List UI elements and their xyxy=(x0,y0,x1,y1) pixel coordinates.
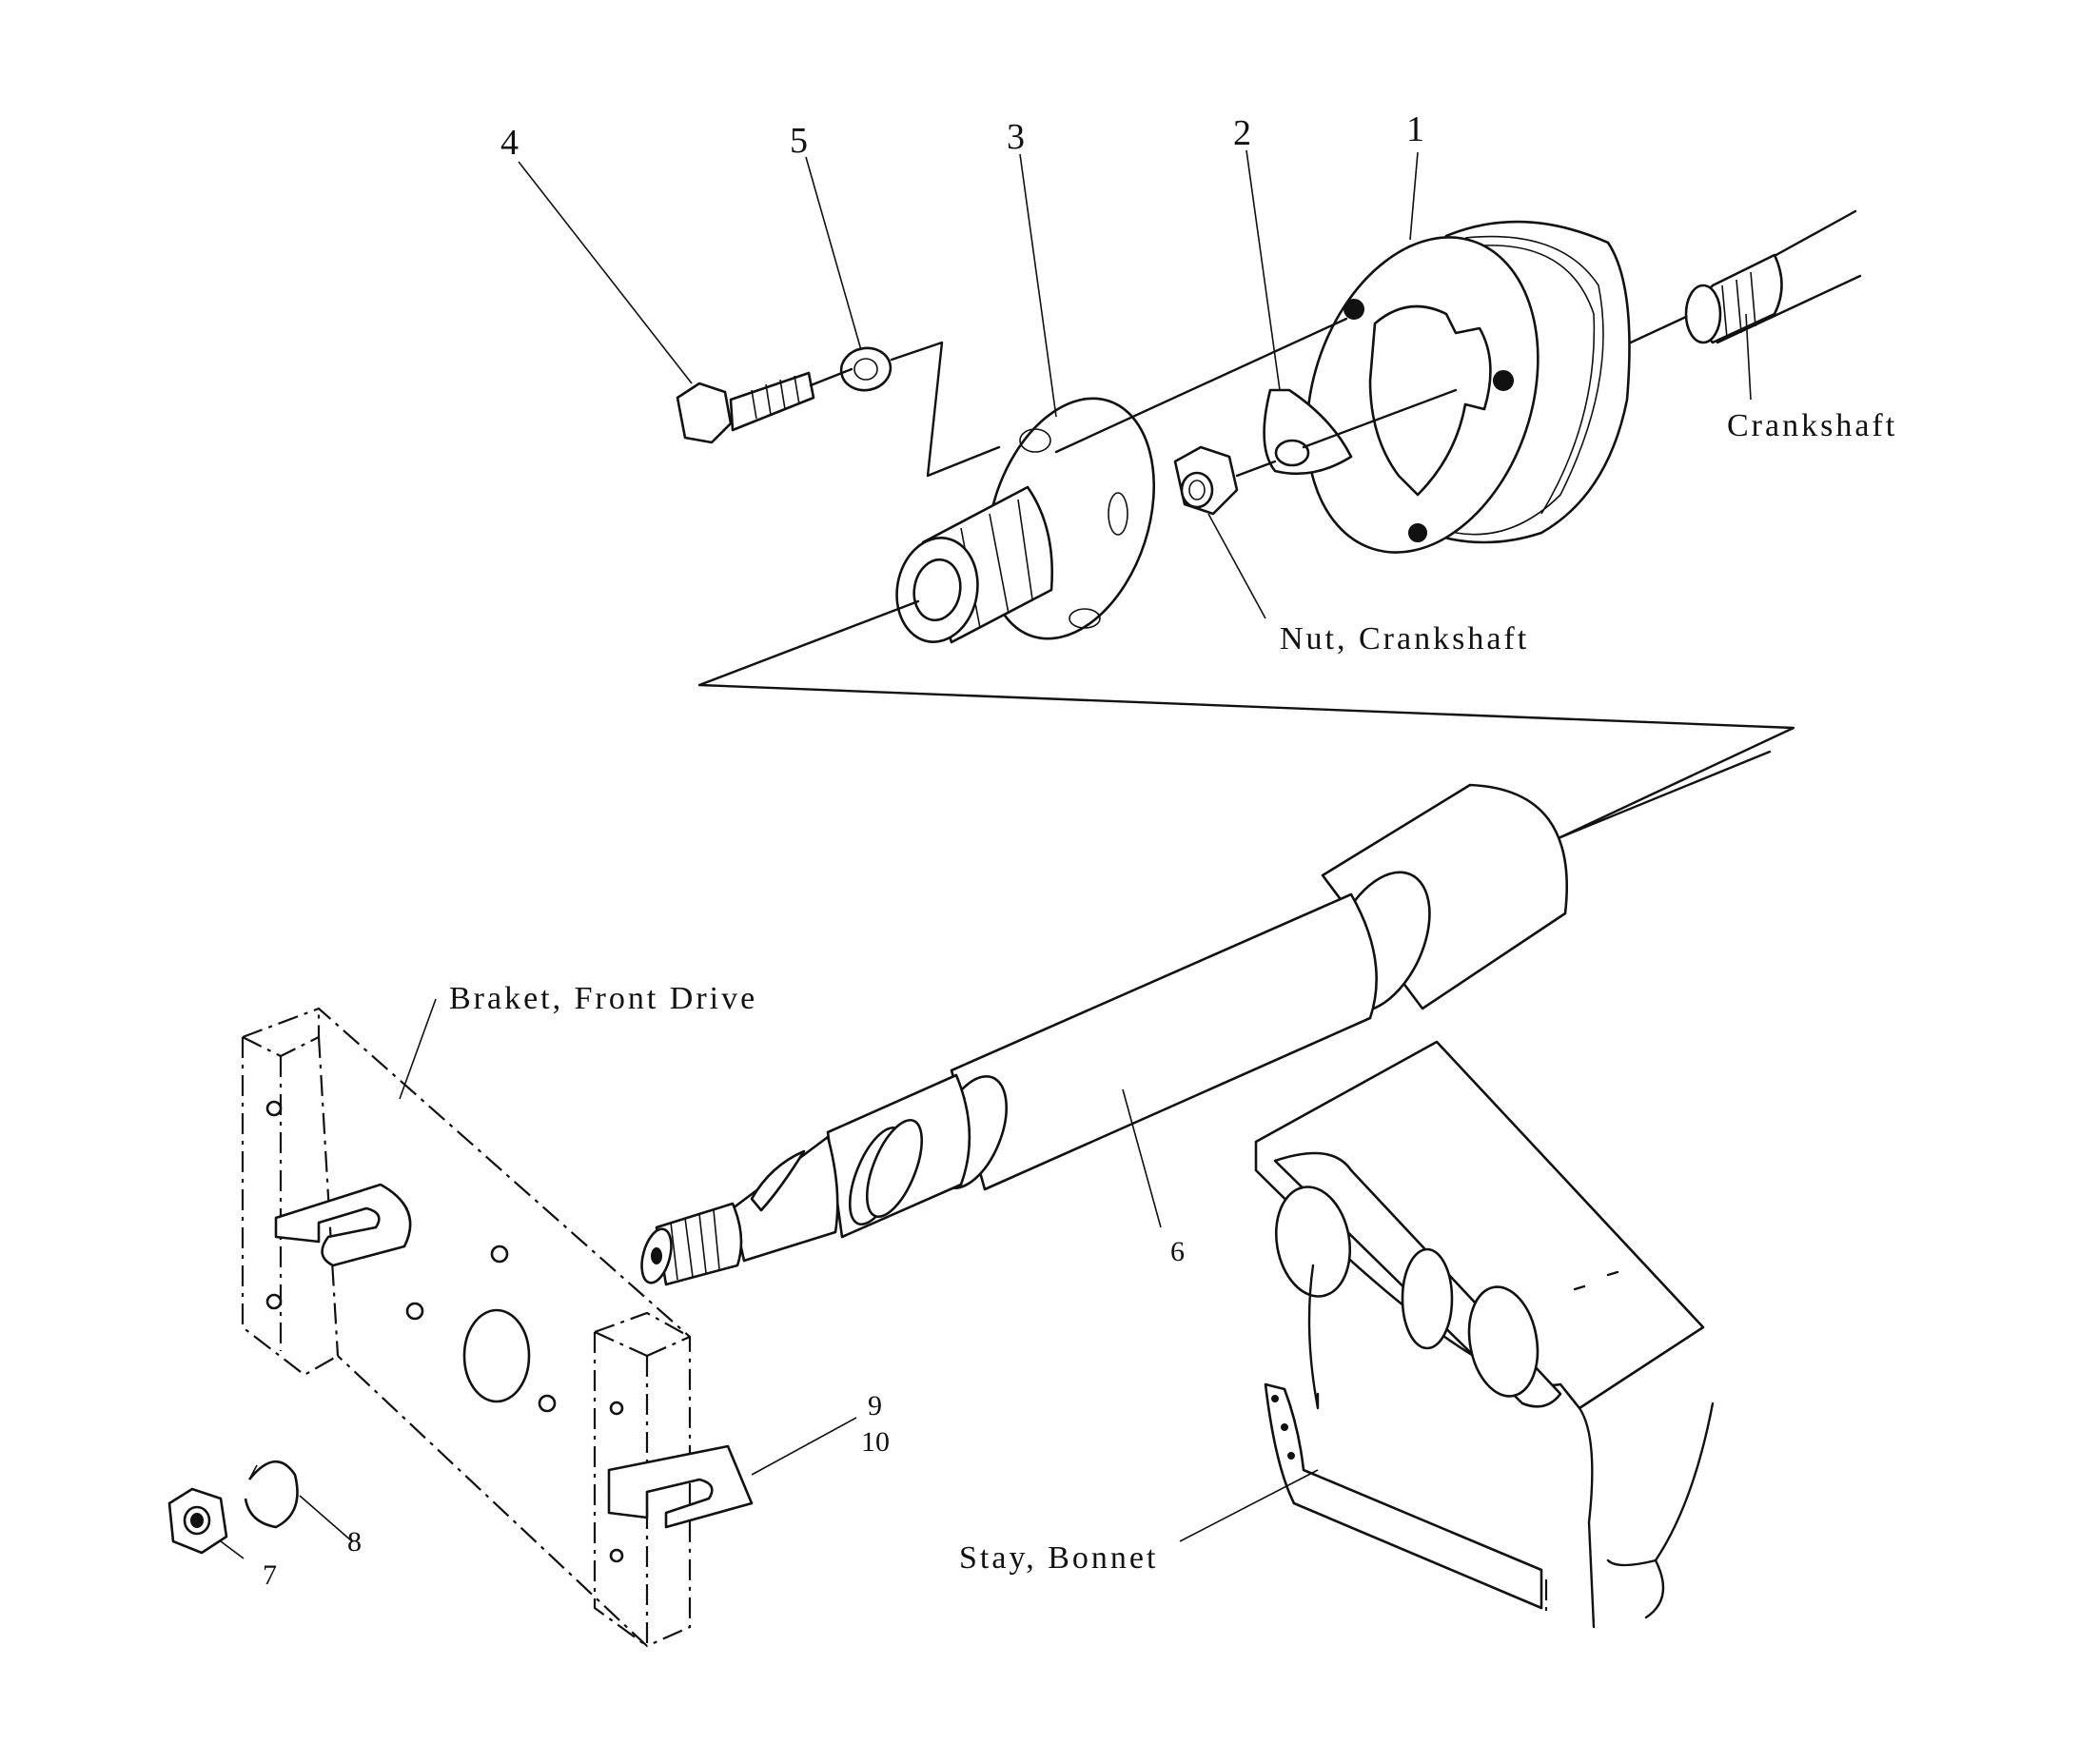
callout-2: 2 xyxy=(1233,113,1251,153)
spring-washer-part xyxy=(244,1460,299,1529)
callout-10: 10 xyxy=(861,1426,890,1458)
label-stay-bonnet: Stay, Bonnet xyxy=(959,1540,1158,1576)
hub-part xyxy=(895,397,1156,644)
callout-labels: 1 2 3 4 5 6 7 8 9 10 xyxy=(263,109,1424,1591)
callout-9: 9 xyxy=(868,1390,882,1421)
part-name-labels: Crankshaft Nut, Crankshaft Braket, Front… xyxy=(449,408,1897,1576)
pulley-part xyxy=(1305,220,1631,554)
assembly-guide-lines xyxy=(697,317,1795,839)
label-crankshaft: Crankshaft xyxy=(1727,408,1897,443)
callout-5: 5 xyxy=(790,121,808,161)
drive-shaft-part xyxy=(640,750,1772,1286)
callout-1: 1 xyxy=(1406,109,1424,149)
crankshaft-nut-part xyxy=(1173,445,1239,516)
crankshaft-part xyxy=(1684,209,1862,344)
label-nut-crankshaft: Nut, Crankshaft xyxy=(1280,621,1529,657)
callout-7: 7 xyxy=(263,1559,277,1591)
leader-lines xyxy=(220,149,1752,1559)
callout-4: 4 xyxy=(500,123,519,163)
callout-3: 3 xyxy=(1007,117,1025,157)
bolt-part xyxy=(676,371,815,444)
bonnet-body-part xyxy=(1254,1040,1715,1629)
washer-part xyxy=(839,346,892,392)
callout-8: 8 xyxy=(347,1526,362,1558)
front-drive-bracket-part xyxy=(241,1007,754,1648)
lock-nut-part xyxy=(167,1487,228,1555)
callout-6: 6 xyxy=(1170,1236,1185,1267)
label-bracket-front-drive: Braket, Front Drive xyxy=(449,981,757,1016)
lock-plate-part xyxy=(1263,388,1353,476)
